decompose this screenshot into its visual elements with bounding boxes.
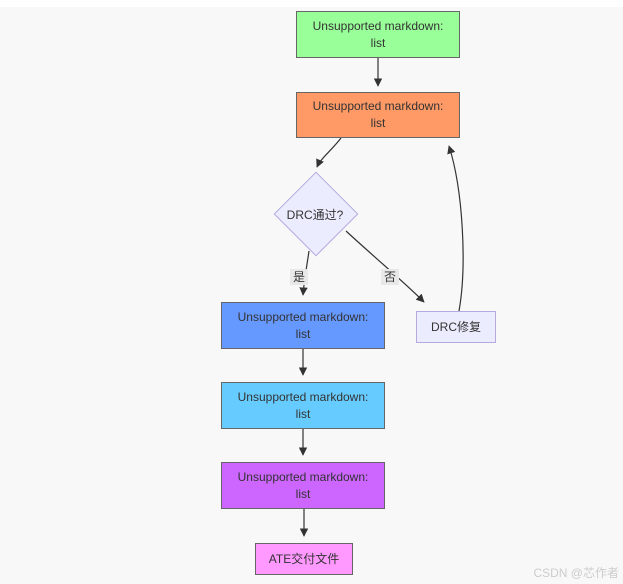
node-ate-delivery: ATE交付文件: [255, 543, 353, 575]
node-drc-fix-label: DRC修复: [431, 319, 481, 334]
node-text-line2: list: [295, 486, 311, 501]
csdn-watermark: CSDN @芯作者: [533, 566, 619, 580]
node-text-line1: Unsupported markdown:: [237, 389, 369, 404]
node-text-line2: list: [370, 116, 386, 130]
node-ate-label: ATE交付文件: [268, 551, 340, 566]
node-unsupported-green: Unsupported markdown: list: [296, 11, 460, 58]
edge-label-no: 否: [380, 269, 400, 285]
edge-n2-decision: [316, 137, 342, 168]
edge-label-yes: 是: [289, 269, 309, 285]
node-drc-fix: DRC修复: [416, 311, 496, 343]
decision-drc-pass-label: DRC通过?: [286, 208, 344, 222]
edge-decision-drcfix: [345, 230, 425, 303]
node-text-line1: Unsupported markdown:: [312, 99, 444, 113]
node-text-line1: Unsupported markdown:: [237, 469, 369, 484]
node-unsupported-cyan: Unsupported markdown: list: [221, 382, 385, 429]
node-unsupported-blue: Unsupported markdown: list: [221, 302, 385, 349]
node-text-line2: list: [295, 406, 311, 421]
node-unsupported-magenta: Unsupported markdown: list: [221, 462, 385, 509]
node-text-line2: list: [295, 326, 311, 341]
node-text-line1: Unsupported markdown:: [312, 18, 444, 33]
node-text-line2: list: [370, 35, 386, 50]
edge-drcfix-n2: [447, 145, 464, 312]
node-text-line1: Unsupported markdown:: [237, 309, 369, 324]
node-unsupported-orange: Unsupported markdown: list: [296, 92, 460, 138]
